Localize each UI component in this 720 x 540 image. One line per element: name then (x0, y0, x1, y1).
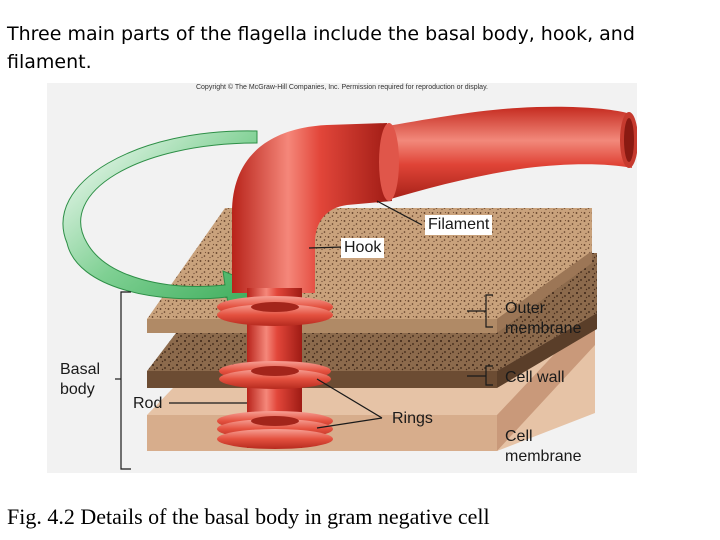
filament (347, 106, 637, 203)
basal-body (217, 288, 333, 449)
label-basal-body: Basal body (60, 361, 101, 398)
label-cell-wall: Cell wall (505, 369, 565, 386)
figure-caption: Fig. 4.2 Details of the basal body in gr… (7, 504, 490, 529)
hook (232, 123, 399, 293)
flagellum-illustration (47, 83, 637, 473)
slide-heading: Three main parts of the flagella include… (7, 23, 635, 73)
label-cell-membrane: Cell membrane (505, 428, 582, 465)
copyright-notice: Copyright © The McGraw-Hill Companies, I… (195, 84, 488, 91)
label-outer-membrane: Outer membrane (505, 300, 582, 337)
leader-lines (115, 200, 493, 470)
label-filament: Filament (425, 215, 493, 235)
label-rod: Rod (133, 395, 163, 412)
label-hook: Hook (341, 238, 385, 258)
label-rings: Rings (392, 410, 433, 427)
flagellum-diagram: Copyright © The McGraw-Hill Companies, I… (47, 83, 637, 473)
